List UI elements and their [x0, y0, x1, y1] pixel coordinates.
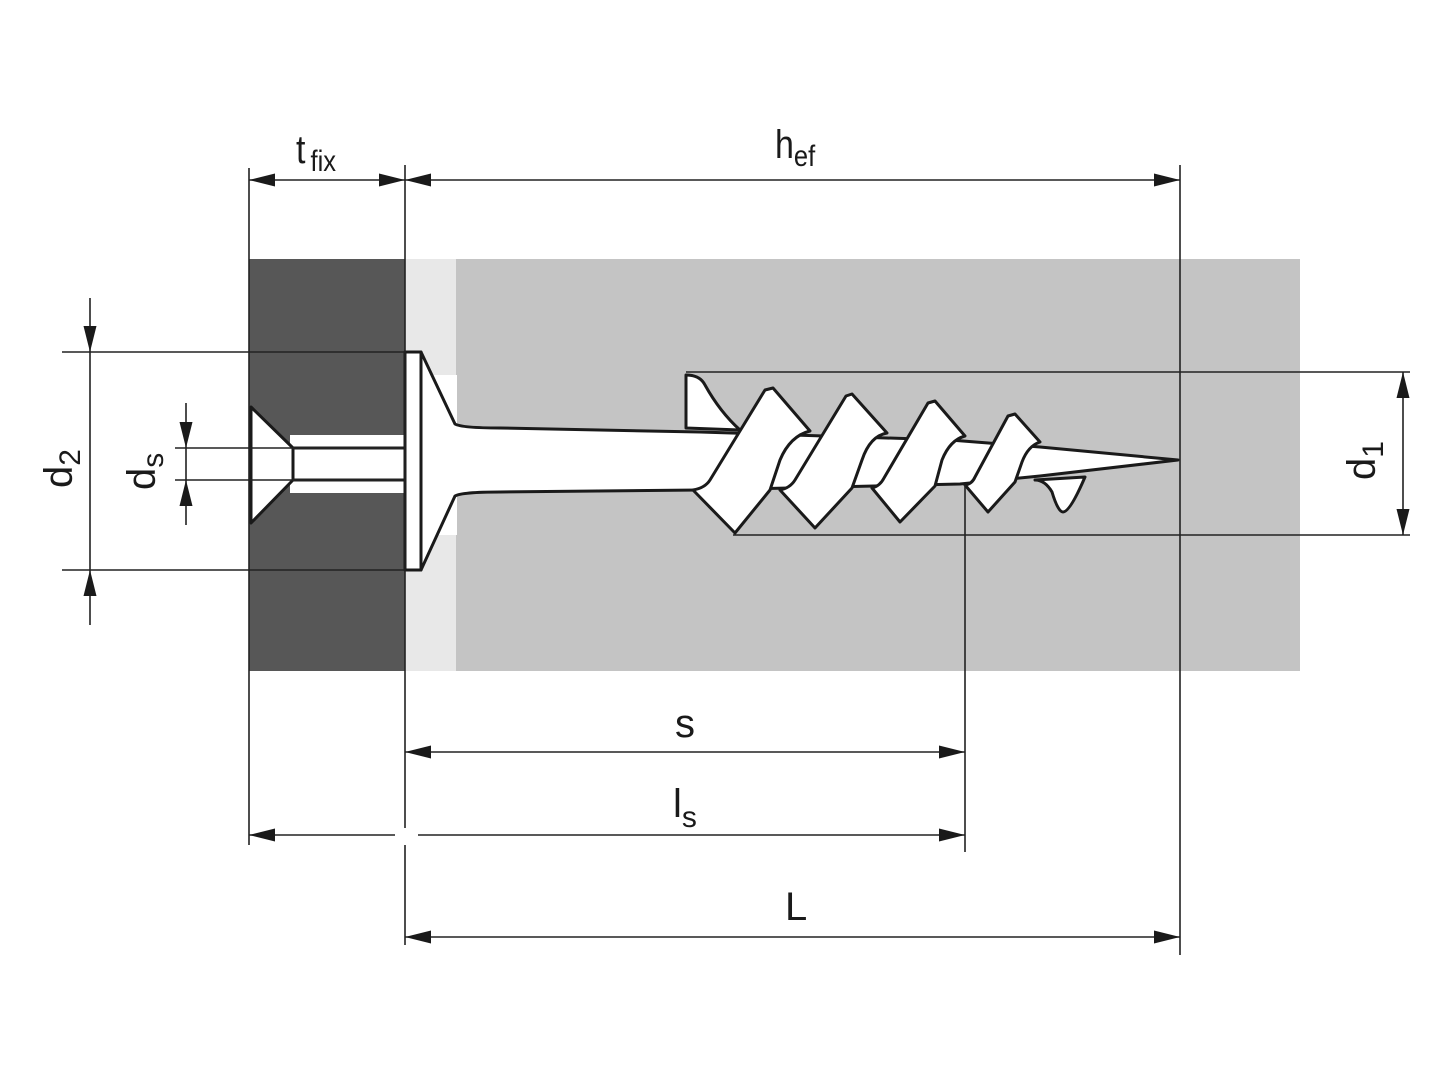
thread-1: [691, 386, 812, 535]
thread-fin-bottom: [1033, 475, 1087, 514]
label-l-s: ls: [673, 782, 697, 834]
thread-4: [963, 412, 1042, 514]
label-d2: d2: [37, 449, 87, 488]
label-d1: d1: [1340, 441, 1390, 480]
fixture-hole: [290, 435, 405, 493]
label-s: s: [675, 702, 695, 746]
thread-2: [778, 392, 889, 530]
thread-fin-top: [684, 373, 742, 432]
label-L: L: [785, 885, 807, 929]
extension-lines: [62, 165, 1410, 955]
thread-3: [870, 399, 967, 524]
label-h-ef: hef: [775, 121, 815, 172]
label-ds: ds: [120, 453, 170, 490]
hole-lines: [293, 446, 405, 482]
screw-head: [403, 350, 423, 572]
screw-shank: [419, 350, 1180, 572]
